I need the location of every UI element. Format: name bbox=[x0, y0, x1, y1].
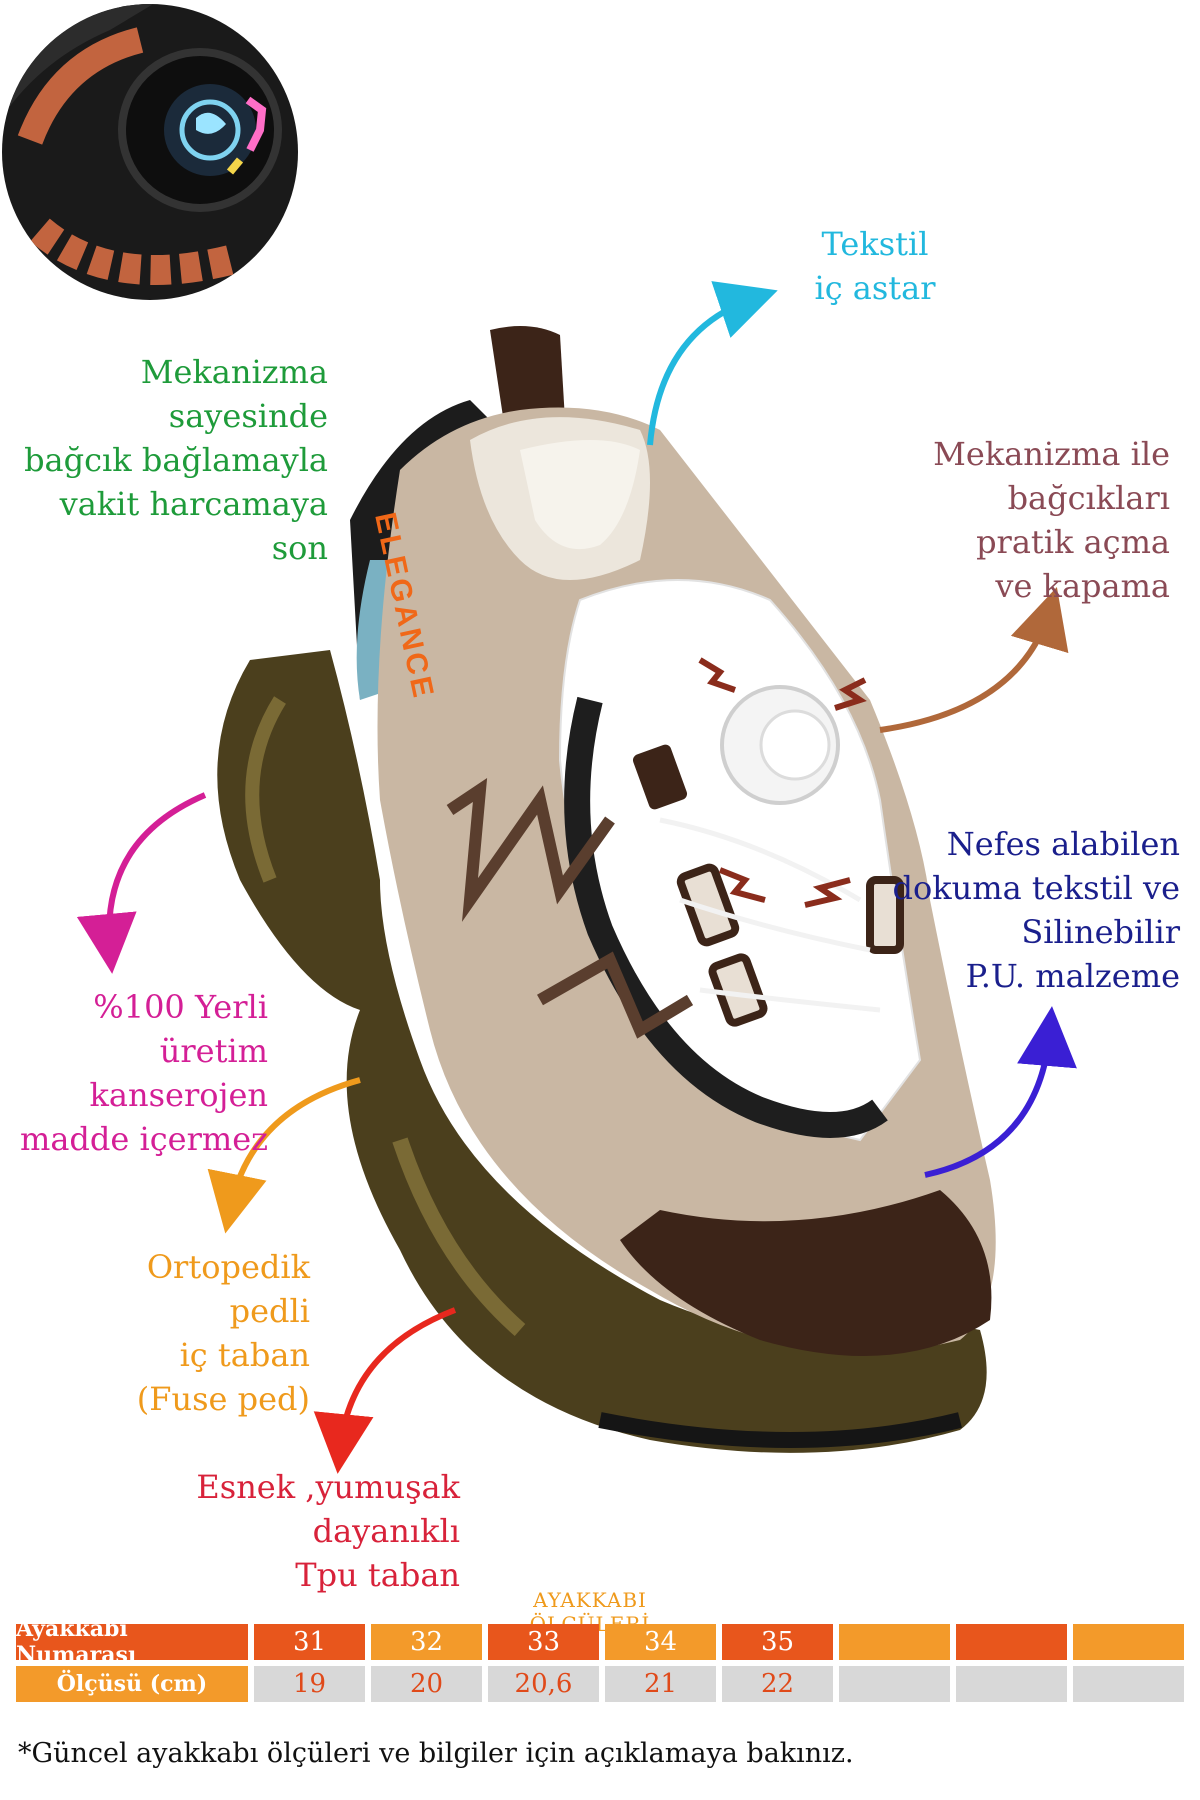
arrow-cyan-icon bbox=[647, 281, 778, 446]
length-cell: 21 bbox=[605, 1666, 716, 1702]
size-cell: 34 bbox=[605, 1624, 716, 1660]
callout-line: Mekanizma ile bbox=[933, 435, 1170, 473]
size-cell: 35 bbox=[722, 1624, 833, 1660]
callout-line: Tpu taban bbox=[295, 1556, 460, 1594]
length-cell: 19 bbox=[254, 1666, 365, 1702]
dial-closeup-image bbox=[2, 4, 298, 300]
callout-orthopedic-insole: Ortopedik pedli iç taban (Fuse ped) bbox=[60, 1245, 310, 1421]
callout-line: dokuma tekstil ve bbox=[892, 869, 1180, 907]
callout-line: bağcık bağlamayla bbox=[24, 441, 328, 479]
callout-line: Tekstil bbox=[821, 225, 929, 263]
callout-line: iç astar bbox=[814, 269, 936, 307]
product-illustration: ELEGANCE bbox=[2, 4, 1077, 1474]
callout-line: pratik açma bbox=[976, 523, 1170, 561]
length-row-label: Ölçüsü (cm) bbox=[16, 1666, 248, 1702]
callout-line: Silinebilir bbox=[1021, 913, 1180, 951]
callout-local-production: %100 Yerli üretim kanserojen madde içerm… bbox=[18, 985, 268, 1161]
size-chart-table: Ayakkabı Numarası 31 32 33 34 35 Ölçüsü … bbox=[16, 1616, 1184, 1708]
callout-line: ve kapama bbox=[995, 567, 1170, 605]
size-cell bbox=[956, 1624, 1067, 1660]
callout-line: (Fuse ped) bbox=[136, 1380, 310, 1418]
callout-line: Nefes alabilen bbox=[946, 825, 1180, 863]
length-cell bbox=[839, 1666, 950, 1702]
length-cell bbox=[1073, 1666, 1184, 1702]
size-row: Ayakkabı Numarası 31 32 33 34 35 bbox=[16, 1616, 1184, 1668]
size-cell bbox=[1073, 1624, 1184, 1660]
footnote: *Güncel ayakkabı ölçüleri ve bilgiler iç… bbox=[18, 1738, 854, 1769]
size-cell: 33 bbox=[488, 1624, 599, 1660]
arrow-mauve-icon bbox=[879, 587, 1069, 733]
callout-line: kanserojen bbox=[89, 1076, 268, 1114]
arrow-magenta-icon bbox=[76, 792, 207, 974]
callout-open-close: Mekanizma ile bağcıkları pratik açma ve … bbox=[880, 432, 1170, 608]
callout-line: %100 Yerli üretim bbox=[93, 988, 268, 1070]
callout-line: dayanıklı bbox=[312, 1512, 460, 1550]
size-cell bbox=[839, 1624, 950, 1660]
callout-line: Mekanizma sayesinde bbox=[140, 353, 328, 435]
callout-breathable-material: Nefes alabilen dokuma tekstil ve Silineb… bbox=[890, 822, 1180, 998]
size-cell: 31 bbox=[254, 1624, 365, 1660]
sneaker-image: ELEGANCE bbox=[217, 326, 996, 1453]
callout-line: vakit harcamaya bbox=[59, 485, 328, 523]
callout-tpu-sole: Esnek ,yumuşak dayanıklı Tpu taban bbox=[190, 1465, 460, 1597]
arrow-navy-icon bbox=[924, 1006, 1077, 1178]
length-cell: 20,6 bbox=[488, 1666, 599, 1702]
length-cell: 22 bbox=[722, 1666, 833, 1702]
arrow-red-icon bbox=[313, 1307, 457, 1474]
length-row: Ölçüsü (cm) 19 20 20,6 21 22 bbox=[16, 1666, 1184, 1702]
callout-textile-lining: Tekstil iç astar bbox=[790, 222, 960, 310]
arrow-orange-icon bbox=[207, 1077, 361, 1234]
callout-line: madde içermez bbox=[19, 1120, 268, 1158]
callout-line: P.U. malzeme bbox=[965, 957, 1180, 995]
size-cell: 32 bbox=[371, 1624, 482, 1660]
callout-line: Esnek ,yumuşak bbox=[196, 1468, 460, 1506]
callout-line: iç taban bbox=[179, 1336, 310, 1374]
length-cell: 20 bbox=[371, 1666, 482, 1702]
callout-line: son bbox=[271, 529, 328, 567]
size-row-label: Ayakkabı Numarası bbox=[16, 1616, 248, 1668]
callout-line: Ortopedik pedli bbox=[146, 1248, 310, 1330]
length-cell bbox=[956, 1666, 1067, 1702]
callout-mechanism-laces: Mekanizma sayesinde bağcık bağlamayla va… bbox=[18, 350, 328, 570]
callout-line: bağcıkları bbox=[1007, 479, 1170, 517]
